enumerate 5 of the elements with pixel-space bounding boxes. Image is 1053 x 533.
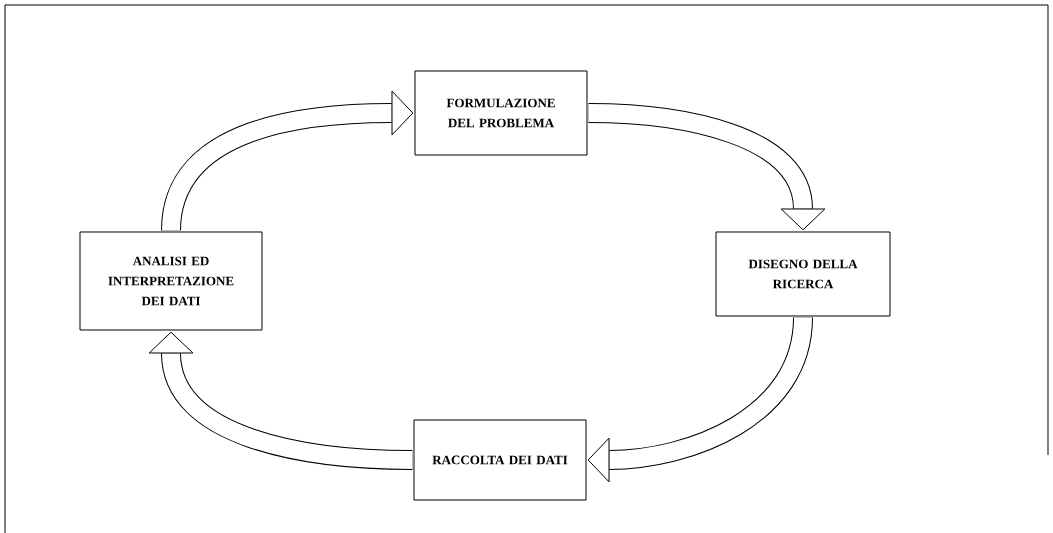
block-arrow [588,103,826,231]
block-arrow [587,316,813,483]
block-arrow [161,90,414,232]
block-arrow [148,331,413,470]
process-box: ANALISI ED INTERPRETAZIONE DEI DATI [79,231,263,331]
